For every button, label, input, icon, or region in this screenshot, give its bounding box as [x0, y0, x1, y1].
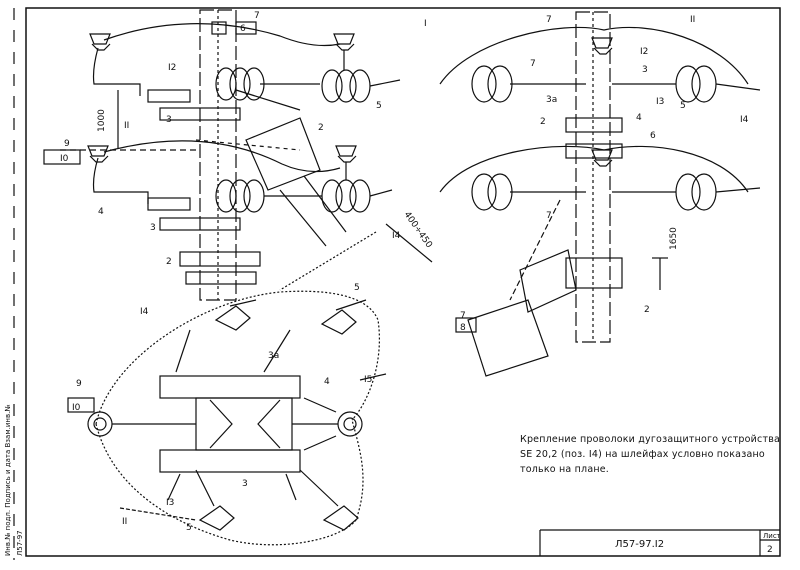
callout: I0 — [72, 403, 81, 413]
insulator-cap-mid-top — [333, 33, 355, 51]
pin-plan-right — [337, 411, 363, 437]
callout: 7 — [254, 11, 260, 21]
side-stamp-code: Л57-97 — [16, 530, 24, 556]
left-top-assembly — [60, 9, 401, 301]
callout: I3 — [656, 97, 664, 107]
insulator-cap-left-mid — [87, 145, 109, 163]
diagonal-bracket — [245, 117, 321, 191]
sheet-frame — [25, 7, 781, 557]
clamp-left-top — [147, 89, 191, 103]
brace-bracket — [467, 299, 549, 377]
callout: 8 — [460, 323, 466, 333]
crossarm-2 — [179, 251, 261, 267]
callout: 1650 — [669, 227, 679, 250]
label-box-6 — [211, 21, 227, 35]
callout: I4 — [740, 115, 749, 125]
callout: II — [122, 517, 127, 527]
callout: 3 — [242, 479, 248, 489]
side-stamp-label: Инв.№ подл. Подпись и дата Взам.инв.№ — [4, 404, 12, 556]
plan-insulator-1 — [214, 299, 257, 331]
note-line-1: Крепление проволоки дугозащитного устрой… — [520, 434, 781, 445]
wire-arc-top — [439, 26, 749, 85]
title-block — [539, 529, 780, 556]
callout: 7 — [460, 311, 466, 321]
callout: 6 — [240, 24, 246, 34]
plan-pole-section — [195, 397, 293, 451]
disc-2 — [229, 67, 251, 101]
callout: I5 — [364, 375, 372, 385]
sheet-number: 2 — [767, 545, 773, 555]
callout: I4 — [140, 307, 149, 317]
sheet-label: Лист — [763, 532, 781, 540]
callout: 400÷450 — [402, 210, 434, 250]
callout: 2 — [540, 117, 546, 127]
callout: 4 — [324, 377, 330, 387]
callout: 3 — [642, 65, 648, 75]
callout: 5 — [376, 101, 382, 111]
plan-crossarm-3 — [159, 449, 301, 473]
arc-protection-loop-left — [95, 290, 380, 425]
wire-top-left — [103, 23, 341, 47]
callout: 9 — [64, 139, 70, 149]
callout: II — [690, 15, 695, 25]
callout: 6 — [650, 131, 656, 141]
drawing-linework — [13, 7, 781, 560]
plan-crossarm-3a — [159, 375, 301, 399]
pin-insulator-left-mid — [92, 157, 149, 204]
callout: 2 — [644, 305, 650, 315]
drawing-note: Крепление проволоки дугозащитного устрой… — [520, 432, 781, 477]
callout: I3 — [166, 498, 174, 508]
callout: 7 — [546, 15, 552, 25]
callout: 7 — [530, 59, 536, 69]
callout: I — [424, 19, 427, 29]
callout: I4 — [392, 231, 401, 241]
note-line-3: только на плане. — [520, 464, 610, 475]
note-line-2: SE 20,2 (поз. I4) на шлейфах условно пок… — [520, 449, 765, 460]
callout: I0 — [60, 154, 69, 164]
callout: 3 — [150, 223, 156, 233]
callout: II — [124, 121, 129, 131]
callout: 3 — [166, 115, 172, 125]
callout: 1000 — [97, 109, 107, 132]
right-top-assembly — [439, 11, 761, 377]
side-stamp: Инв.№ подл. Подпись и дата Взам.инв.№ Л5… — [0, 372, 26, 558]
callout: 4 — [98, 207, 104, 217]
pin-plan-left — [87, 411, 113, 437]
callout: 3а — [546, 95, 557, 105]
pole-right — [575, 11, 611, 343]
callout: 3а — [268, 351, 279, 361]
drawing-code: Л57-97.I2 — [615, 539, 664, 550]
callout: I2 — [168, 63, 176, 73]
callout: 4 — [636, 113, 642, 123]
title-block-text: Л57-97.I2 Лист 2 — [615, 532, 781, 555]
callout: 7 — [546, 211, 552, 221]
callout: I2 — [640, 47, 648, 57]
callout: 9 — [76, 379, 82, 389]
insulator-cap-left-top — [89, 33, 111, 51]
callout: 2 — [318, 123, 324, 133]
strain-wire-top — [260, 79, 401, 87]
disc-1 — [215, 67, 237, 101]
plan-view — [87, 223, 433, 546]
callout: 5 — [354, 283, 360, 293]
pin-insulator-left-top — [92, 47, 141, 96]
callout: 5 — [680, 101, 686, 111]
crossarm-3-top — [159, 107, 241, 121]
callout: 2 — [166, 257, 172, 267]
callout: 5 — [186, 523, 192, 533]
